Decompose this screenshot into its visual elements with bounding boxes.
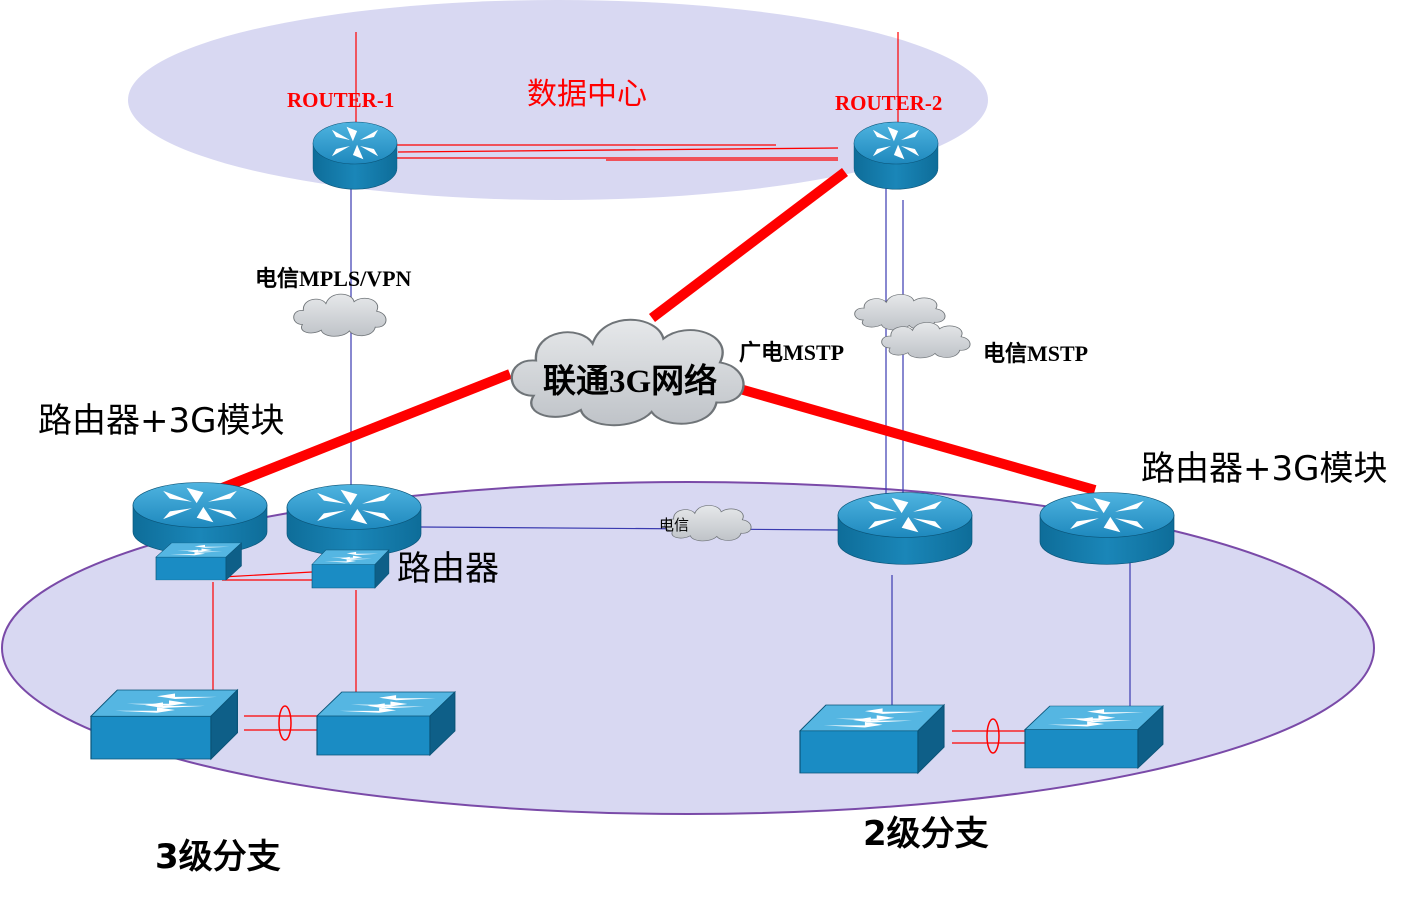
- 3g-link-dc: [648, 168, 849, 322]
- branch2-label: 2级分支: [863, 814, 989, 854]
- router-2-label: ROUTER-2: [835, 91, 943, 115]
- branch-router-right-icon: [838, 493, 972, 565]
- branch-router-3g-right-icon: [1040, 493, 1174, 565]
- telecom-mpls-label: 电信MPLS/VPN: [255, 266, 412, 291]
- small-switch-left-icon: [156, 543, 241, 580]
- router-label: 路由器: [397, 549, 499, 589]
- small-switch-right-icon: [312, 550, 389, 588]
- telecom-branch-label: 电信: [659, 516, 690, 534]
- dc-link-2: [397, 147, 839, 153]
- telecom-branch-link: [419, 526, 841, 531]
- 3g-link-right: [738, 384, 1097, 495]
- router-1-icon: [313, 122, 397, 189]
- switch-branch2-b-icon: [1025, 706, 1163, 768]
- branch3-stack-ring: [278, 705, 292, 741]
- router-3g-left-label: 路由器+3G模块: [38, 401, 285, 441]
- switch-branch3-a-icon: [91, 690, 237, 759]
- telecom-mstp-label: 电信MSTP: [983, 341, 1089, 366]
- switch-branch2-a-icon: [800, 705, 944, 773]
- switch-branch3-b-icon: [317, 692, 455, 755]
- datacenter-label: 数据中心: [527, 77, 647, 112]
- branch2-stack-ring: [986, 718, 1000, 754]
- mpls-cloud: [293, 293, 387, 337]
- branch3-label: 3级分支: [155, 837, 281, 877]
- router-2-icon: [854, 122, 938, 189]
- router-1-label: ROUTER-1: [287, 88, 395, 112]
- router-3g-right-label: 路由器+3G模块: [1141, 449, 1388, 489]
- unicom-3g-label: 联通3G网络: [543, 364, 718, 400]
- radio-mstp-label: 广电MSTP: [739, 340, 845, 365]
- branch-router-left-icon: [287, 485, 421, 557]
- 3g-link-left: [220, 369, 512, 493]
- branch3-switch-link-1: [221, 571, 313, 578]
